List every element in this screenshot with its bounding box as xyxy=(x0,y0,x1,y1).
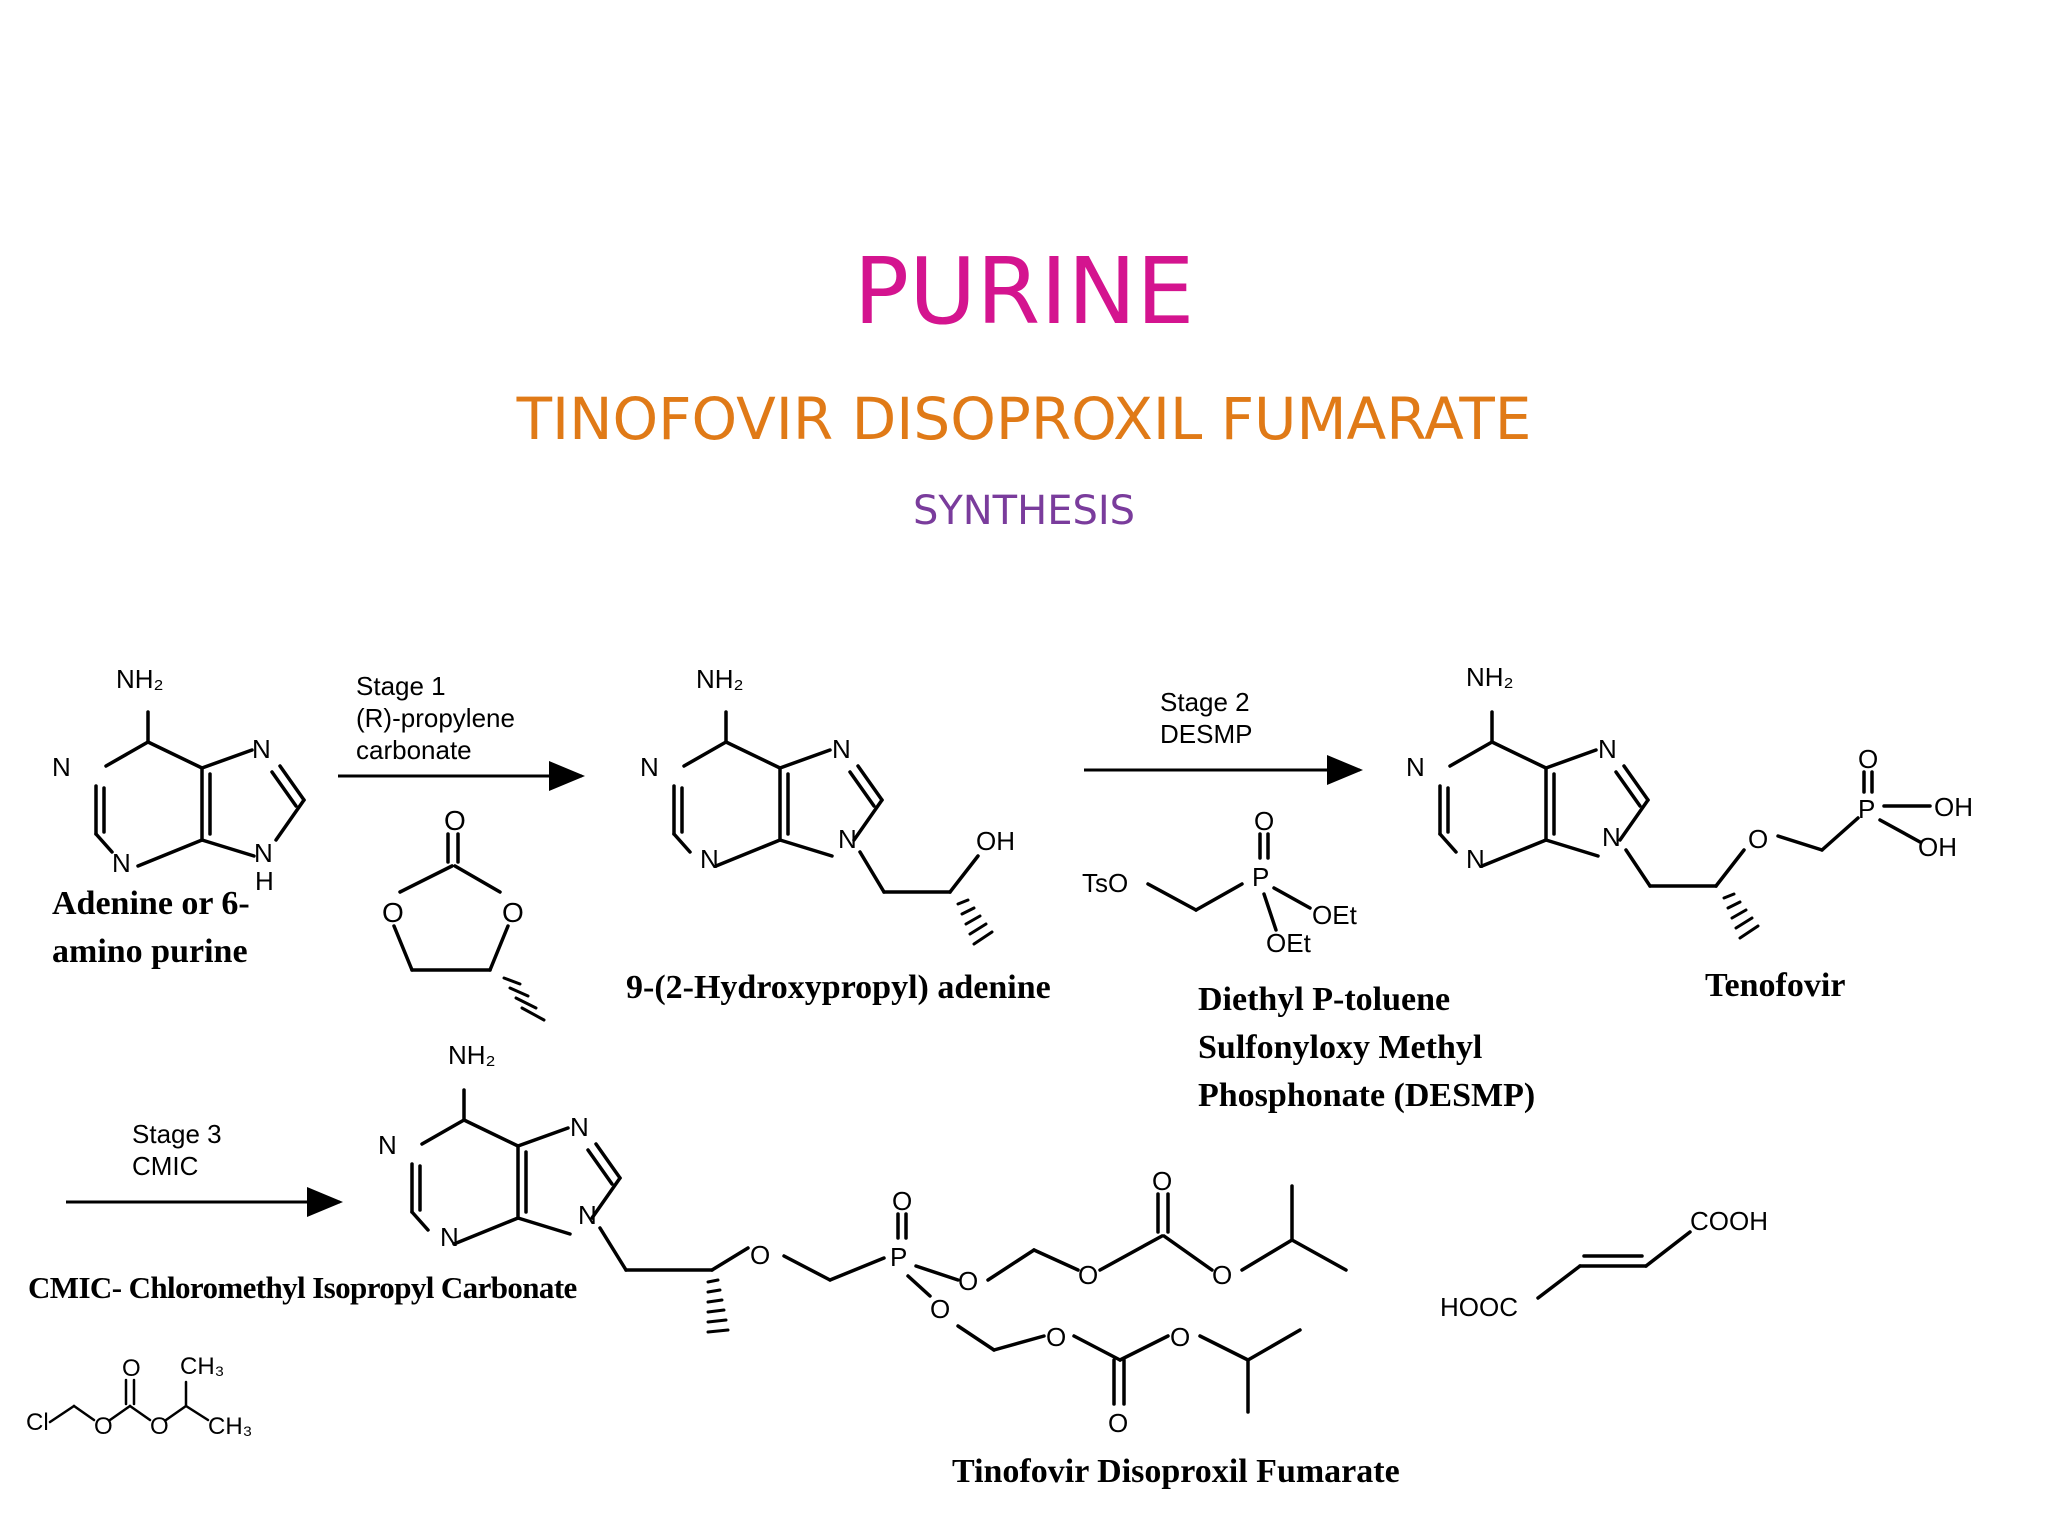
cmic-structure: Cl O O O CH₃ CH₃ xyxy=(26,1353,252,1440)
svg-text:N: N xyxy=(1466,844,1485,874)
svg-text:N: N xyxy=(440,1222,459,1252)
svg-text:COOH: COOH xyxy=(1690,1206,1768,1236)
svg-text:P: P xyxy=(1858,794,1875,824)
hydroxypropyl-adenine-structure: NH₂ N N N N OH xyxy=(640,664,1015,946)
svg-text:N: N xyxy=(832,734,851,764)
svg-text:O: O xyxy=(1748,824,1768,854)
svg-text:N: N xyxy=(52,752,71,782)
svg-text:N: N xyxy=(700,844,719,874)
svg-text:N: N xyxy=(1598,734,1617,764)
svg-text:O: O xyxy=(122,1355,141,1382)
svg-text:Cl: Cl xyxy=(26,1409,49,1436)
fumaric-acid-structure: HOOC COOH xyxy=(1440,1206,1768,1322)
tdf-structure: NH₂ N N N N xyxy=(378,1040,1348,1438)
svg-text:O: O xyxy=(382,897,404,928)
svg-text:O: O xyxy=(750,1240,770,1270)
svg-text:N: N xyxy=(112,848,131,878)
svg-text:OH: OH xyxy=(976,826,1015,856)
svg-text:CH₃: CH₃ xyxy=(208,1413,252,1440)
cmic-caption: CMIC- Chloromethyl Isopropyl Carbonate xyxy=(28,1270,577,1305)
svg-text:N: N xyxy=(578,1200,597,1230)
svg-text:O: O xyxy=(1108,1408,1128,1438)
svg-text:O: O xyxy=(1152,1166,1172,1196)
tdf-caption: Tinofovir Disoproxil Fumarate xyxy=(952,1453,1400,1490)
svg-text:O: O xyxy=(1046,1322,1066,1352)
svg-text:O: O xyxy=(1170,1322,1190,1352)
svg-text:N: N xyxy=(838,824,857,854)
section-label: SYNTHESIS xyxy=(912,488,1136,534)
propylene-carbonate-atoms: O O O xyxy=(382,805,524,928)
svg-text:P: P xyxy=(890,1242,907,1272)
svg-text:NH₂: NH₂ xyxy=(696,664,744,694)
svg-text:N: N xyxy=(254,838,273,868)
adenine-caption: Adenine or 6- amino purine xyxy=(52,885,250,970)
svg-text:CH₃: CH₃ xyxy=(180,1353,224,1380)
page-subtitle: TINOFOVIR DISOPROXIL FUMARATE xyxy=(516,385,1532,453)
svg-text:N: N xyxy=(378,1130,397,1160)
propylene-carbonate-structure xyxy=(392,832,546,1022)
svg-text:O: O xyxy=(930,1294,950,1324)
svg-text:O: O xyxy=(94,1413,113,1440)
svg-text:O: O xyxy=(958,1266,978,1296)
svg-text:OH: OH xyxy=(1934,792,1973,822)
stage-2-label: Stage 2 DESMP xyxy=(1160,687,1253,749)
svg-text:OEt: OEt xyxy=(1266,928,1312,958)
desmp-caption: Diethyl P-toluene Sulfonyloxy Methyl Pho… xyxy=(1198,981,1536,1114)
svg-text:O: O xyxy=(444,805,466,836)
adenine-structure: NH₂ N N N N H xyxy=(52,664,306,896)
svg-text:OEt: OEt xyxy=(1312,900,1358,930)
tenofovir-structure: NH₂ N N N N O O P OH OH xyxy=(1406,662,1973,940)
svg-text:N: N xyxy=(640,752,659,782)
page-title: PURINE xyxy=(853,238,1195,345)
tenofovir-caption: Tenofovir xyxy=(1705,967,1846,1004)
svg-text:N: N xyxy=(570,1112,589,1142)
svg-text:O: O xyxy=(892,1186,912,1216)
svg-text:P: P xyxy=(1252,862,1269,892)
svg-text:N: N xyxy=(1602,822,1621,852)
svg-text:O: O xyxy=(502,897,524,928)
svg-text:O: O xyxy=(150,1413,169,1440)
svg-text:O: O xyxy=(1254,806,1274,836)
svg-text:O: O xyxy=(1858,744,1878,774)
svg-text:NH₂: NH₂ xyxy=(116,664,164,694)
stage-1-label: Stage 1 (R)-propylene carbonate xyxy=(356,671,515,765)
svg-text:H: H xyxy=(255,866,274,896)
svg-text:N: N xyxy=(252,734,271,764)
svg-text:O: O xyxy=(1212,1260,1232,1290)
desmp-structure: TsO O P OEt OEt xyxy=(1082,806,1358,958)
svg-text:NH₂: NH₂ xyxy=(1466,662,1514,692)
svg-text:N: N xyxy=(1406,752,1425,782)
svg-text:O: O xyxy=(1078,1260,1098,1290)
svg-text:NH₂: NH₂ xyxy=(448,1040,496,1070)
svg-text:HOOC: HOOC xyxy=(1440,1292,1518,1322)
hydroxypropyl-adenine-caption: 9-(2-Hydroxypropyl) adenine xyxy=(626,969,1051,1006)
svg-text:TsO: TsO xyxy=(1082,868,1128,898)
stage-3-label: Stage 3 CMIC xyxy=(132,1119,222,1181)
svg-text:OH: OH xyxy=(1918,832,1957,862)
